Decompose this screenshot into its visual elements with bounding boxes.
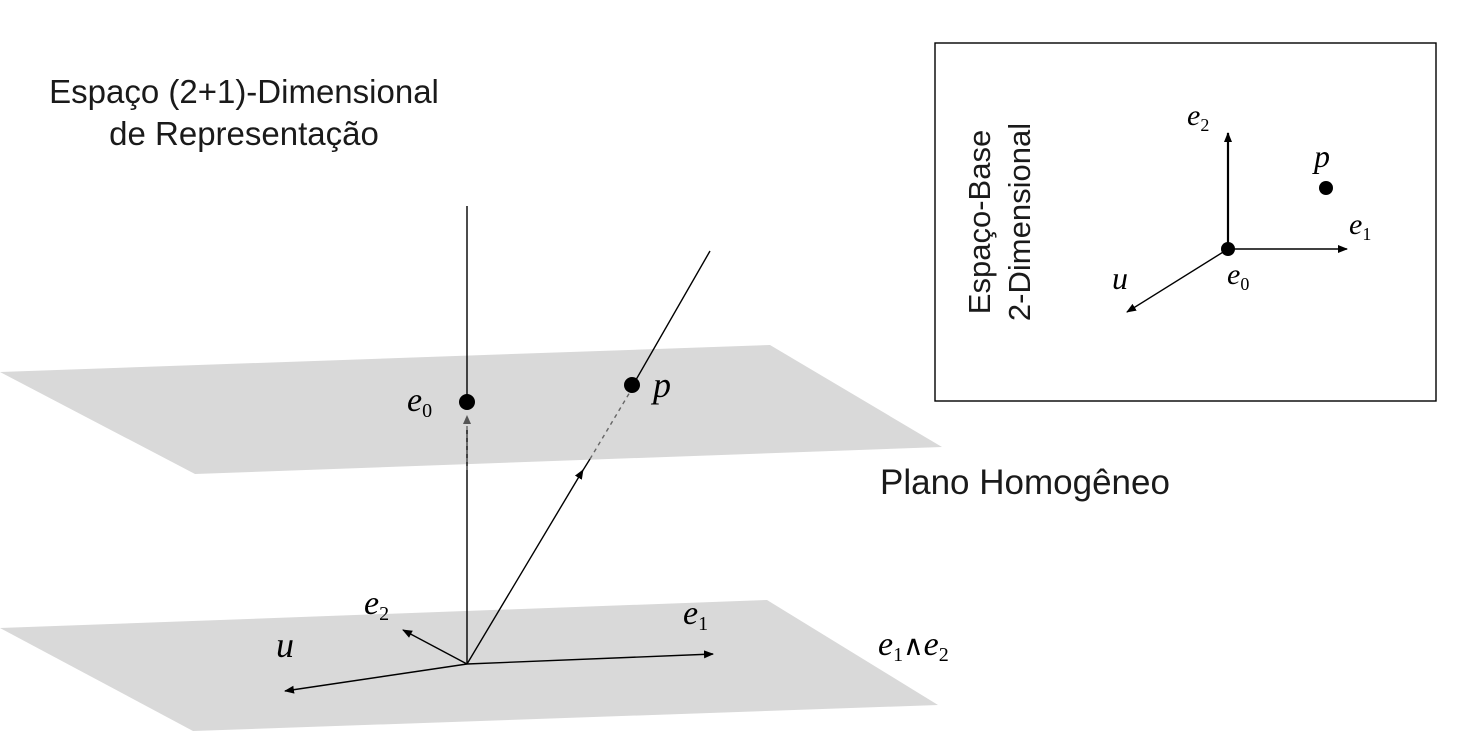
inset-title-line-1: Espaço-Base [962, 130, 997, 314]
homogeneous-plane-label: Plano Homogêneo [880, 463, 1170, 502]
base-plane [0, 600, 938, 731]
ray-to-p [466, 469, 584, 665]
inset-p-label: p [1312, 138, 1330, 174]
inset-u-label: u [1112, 260, 1128, 296]
ray-upper [632, 250, 711, 386]
u-label: u [276, 625, 294, 665]
p-point [624, 377, 640, 393]
e2-vector [402, 629, 468, 665]
inset-e0-point [1221, 242, 1235, 256]
inset-e0-label: e0 [1227, 258, 1249, 294]
inset-p-point [1319, 181, 1333, 195]
p-label: p [650, 365, 671, 405]
e1-label: e1 [683, 595, 708, 635]
title-line-1: Espaço (2+1)-Dimensional [49, 73, 439, 110]
inset-panel: Espaço-Base 2-Dimensional e2 p e1 u e0 [934, 42, 1437, 402]
homogeneous-plane [0, 345, 942, 474]
ray-solid-segment [579, 458, 591, 476]
inset-title-line-2: 2-Dimensional [1002, 123, 1037, 321]
inset-e1-label: e1 [1349, 208, 1371, 244]
e1-vector [466, 650, 714, 665]
e0-point [459, 394, 475, 410]
u-vector [284, 663, 468, 694]
e0-label: e0 [407, 382, 432, 422]
inset-e2-label: e2 [1187, 99, 1209, 135]
inset-border [934, 42, 1437, 402]
title-line-2: de Representação [109, 115, 379, 152]
base-plane-label: e1∧e2 [878, 626, 949, 666]
inset-u-vector [1126, 248, 1229, 313]
e2-label: e2 [364, 585, 389, 625]
ray-dashed-segment [589, 391, 631, 460]
